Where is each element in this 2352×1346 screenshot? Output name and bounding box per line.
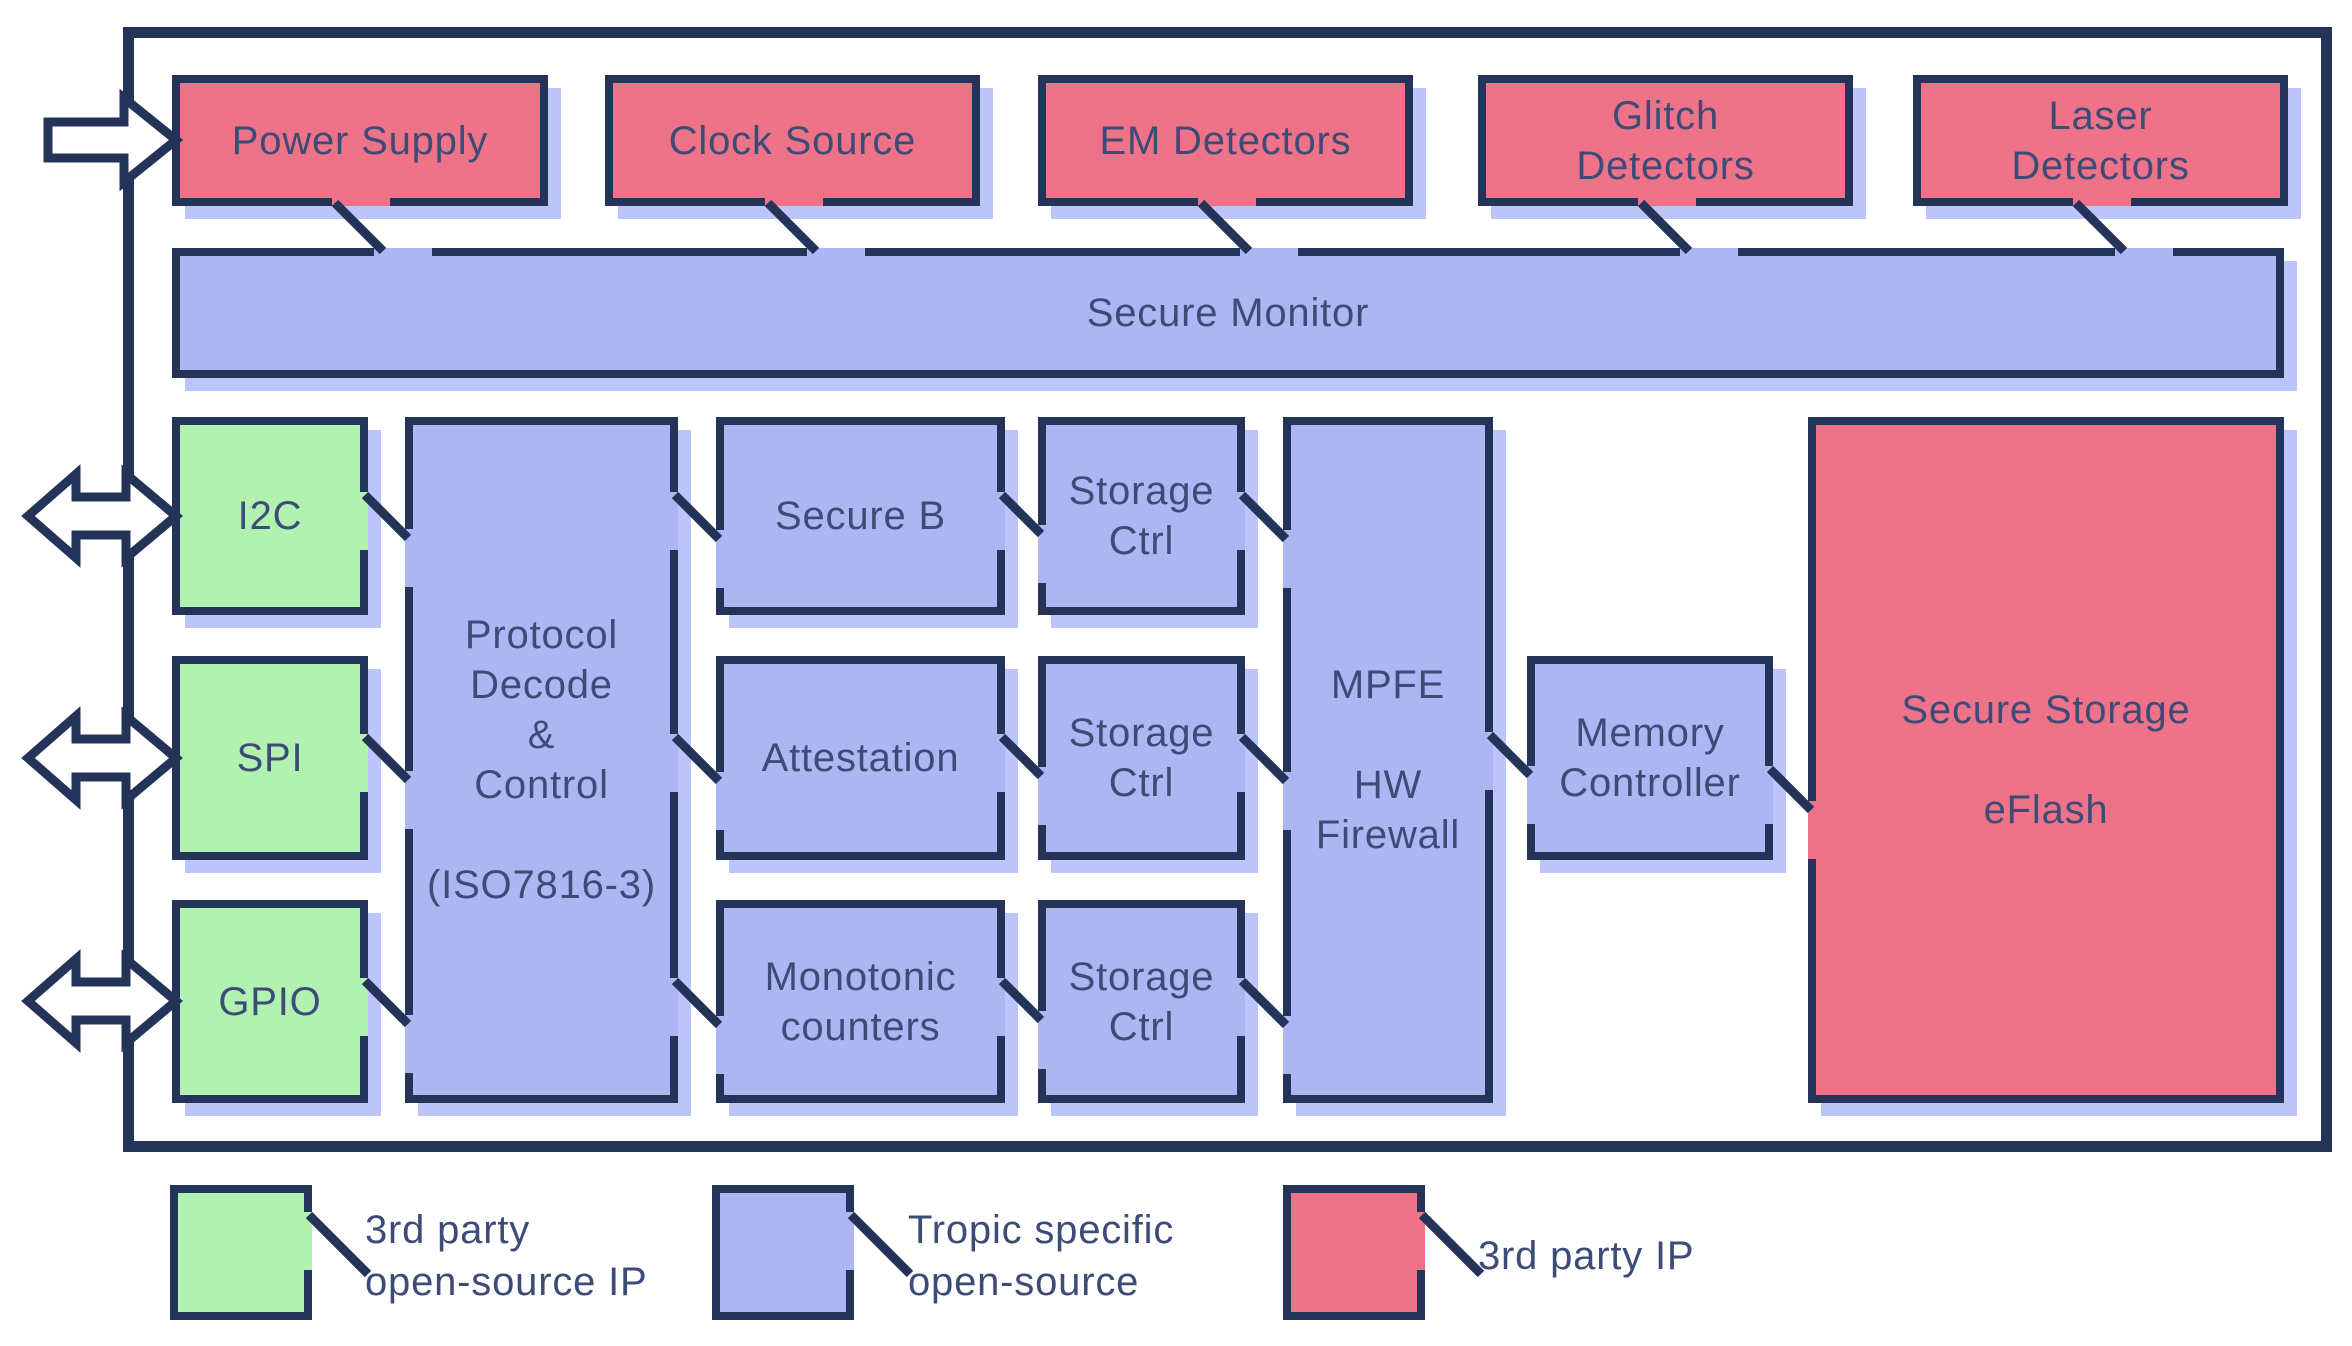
block-secure-monitor: Secure Monitor — [172, 248, 2284, 378]
legend-label-3rd-party-ip: 3rd party IP — [1478, 1234, 1695, 1278]
block-spi: SPI — [172, 656, 368, 860]
block-memory-controller-label: Memory Controller — [1559, 711, 1741, 805]
block-i2c: I2C — [172, 417, 368, 615]
legend-label-tropic-specific: Tropic specific open-source — [908, 1208, 1175, 1304]
connector-line — [305, 1211, 372, 1278]
connector-line — [847, 1211, 914, 1278]
block-gpio: GPIO — [172, 900, 368, 1103]
block-laser-detectors-label: Laser Detectors — [2011, 93, 2190, 188]
block-glitch-detectors: Glitch Detectors — [1478, 75, 1853, 206]
block-clock-source-label: Clock Source — [668, 118, 917, 163]
block-storage-ctrl-2: Storage Ctrl — [1038, 656, 1245, 860]
block-storage-ctrl-1: Storage Ctrl — [1038, 417, 1245, 615]
block-power-supply: Power Supply — [172, 75, 548, 206]
block-secure-storage-eflash-label: Secure Storage eFlash — [1901, 688, 2191, 832]
connector-line — [1418, 1211, 1485, 1278]
block-power-supply-label: Power Supply — [231, 118, 489, 163]
block-em-detectors: EM Detectors — [1038, 75, 1413, 206]
legend-label-3rd-party-open-source: 3rd party open-source IP — [365, 1208, 648, 1304]
block-i2c-label: I2C — [237, 494, 303, 538]
block-protocol-decode-control-label: Protocol Decode & Control (ISO7816-3) — [427, 613, 656, 907]
block-secure-storage-eflash: Secure Storage eFlash — [1808, 417, 2284, 1103]
legend-swatch-3rd-party-ip — [1283, 1185, 1425, 1320]
block-storage-ctrl-1-label: Storage Ctrl — [1068, 469, 1215, 563]
block-clock-source: Clock Source — [605, 75, 980, 206]
block-storage-ctrl-3: Storage Ctrl — [1038, 900, 1245, 1103]
block-monotonic-counters: Monotonic counters — [716, 900, 1005, 1103]
block-attestation-label: Attestation — [761, 736, 960, 780]
legend-swatch-3rd-party-open-source — [170, 1185, 312, 1320]
block-glitch-detectors-label: Glitch Detectors — [1576, 93, 1755, 188]
legend-swatch-tropic-specific — [712, 1185, 854, 1320]
chip-boundary — [123, 27, 2332, 1152]
block-mpfe-hw-firewall-label: MPFE HW Firewall — [1315, 663, 1461, 857]
block-em-detectors-label: EM Detectors — [1099, 118, 1352, 163]
block-secure-boot: Secure B — [716, 417, 1005, 615]
block-attestation: Attestation — [716, 656, 1005, 860]
block-protocol-decode-control: Protocol Decode & Control (ISO7816-3) — [405, 417, 678, 1103]
block-gpio-label: GPIO — [218, 979, 322, 1024]
block-mpfe-hw-firewall: MPFE HW Firewall — [1283, 417, 1493, 1103]
block-storage-ctrl-2-label: Storage Ctrl — [1068, 711, 1215, 805]
block-secure-monitor-label: Secure Monitor — [1086, 291, 1370, 335]
block-laser-detectors: Laser Detectors — [1913, 75, 2288, 206]
block-secure-boot-label: Secure B — [775, 494, 946, 538]
block-spi-label: SPI — [236, 736, 304, 780]
block-storage-ctrl-3-label: Storage Ctrl — [1068, 954, 1215, 1049]
block-monotonic-counters-label: Monotonic counters — [764, 954, 957, 1049]
block-memory-controller: Memory Controller — [1527, 656, 1773, 860]
